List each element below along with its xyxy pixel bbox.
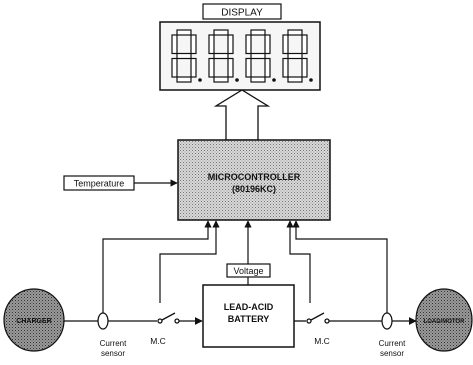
left-switch-label: M.C [150,336,166,346]
display-segment [208,57,215,78]
display-segment [282,34,289,55]
display-segment [213,29,229,36]
charger-label: CHARGER [16,318,51,325]
display-segment [250,52,266,60]
lead-acid-battery: LEAD-ACID BATTERY [202,284,295,348]
left-sensor-label-2: sensor [101,349,125,358]
left-sensor-label: Current [100,339,127,348]
battery-label: BATTERY [228,314,270,324]
display-segment [250,29,266,36]
display-segment [176,29,192,36]
microcontroller-model: (80196KC) [232,184,276,194]
decimal-point [198,78,202,82]
display-segment [287,52,303,60]
display-segment [301,57,308,78]
display-segment [287,76,303,83]
battery-type: LEAD-ACID [224,302,274,312]
right-sensor-label-2: sensor [380,349,404,358]
display-digit [208,29,239,83]
display-segment [264,57,271,78]
display-label-box: DISPLAY [202,3,282,20]
display-digit [171,29,202,83]
voltage-sense: Voltage [226,263,271,285]
power-path-right [294,312,417,330]
display-segment [171,34,178,55]
charger-node: CHARGER [3,288,65,352]
decimal-point [272,78,276,82]
display-segment [176,76,192,83]
display-label: DISPLAY [221,8,263,19]
power-path-left [64,312,203,330]
display-segment [190,57,197,78]
load-label: LOAD/MOTOR [424,319,466,325]
sense-lines [102,220,388,313]
right-switch-label: M.C [314,336,330,346]
microcontroller-block: MICROCONTROLLER (80196KC) [177,139,331,221]
display-digit [245,29,276,83]
display-segment [245,57,252,78]
right-sensor-label: Current [379,339,406,348]
display-segment [213,76,229,83]
display-segment [171,57,178,78]
display-segment [264,34,271,55]
display-segment [213,52,229,60]
display-segment [208,34,215,55]
display-segment [190,34,197,55]
decimal-point [309,78,313,82]
display-segment [227,34,234,55]
voltage-label: Voltage [233,266,263,276]
display-segment [245,34,252,55]
load-node: LOAD/MOTOR [415,288,473,352]
display-segment [282,57,289,78]
microcontroller-name: MICROCONTROLLER [208,172,301,182]
display-segment [176,52,192,60]
display-segment [301,34,308,55]
seven-segment-digits [171,29,313,83]
data-flow-arrow [213,89,271,141]
display-panel [159,21,321,91]
display-digit [282,29,313,83]
temperature-input: Temperature [63,175,178,191]
display-segment [250,76,266,83]
display-segment [227,57,234,78]
temperature-label: Temperature [74,179,125,189]
decimal-point [235,78,239,82]
display-segment [287,29,303,36]
